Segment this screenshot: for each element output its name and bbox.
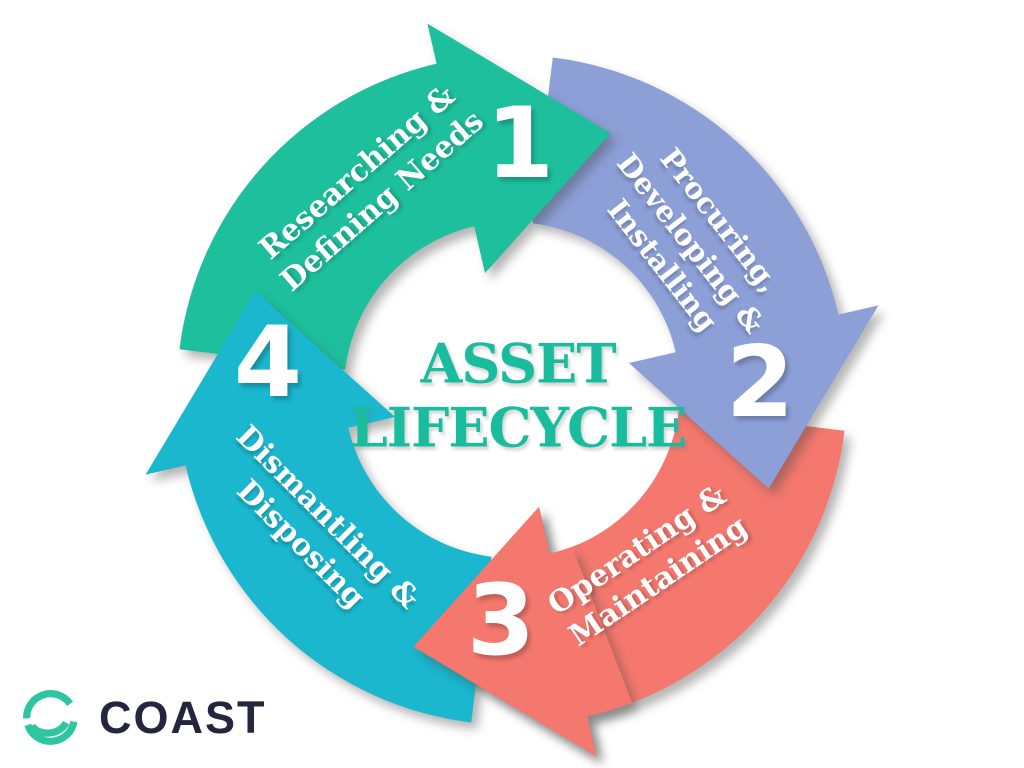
coast-icon-arc-upper: [23, 690, 74, 719]
coast-logo-text: COAST: [99, 692, 267, 743]
diagram-title-line-1: ASSET: [420, 331, 616, 396]
diagram-title: ASSET LIFECYCLE: [349, 331, 687, 459]
stage-4-number: 4: [233, 306, 303, 420]
stage-4-arrow: [145, 291, 492, 723]
stage-1-number: 1: [485, 87, 555, 201]
coast-smile-icon: [23, 690, 78, 745]
diagram-title-line-2: LIFECYCLE: [349, 395, 687, 459]
stage-3-arrow-head: [413, 506, 633, 757]
stage-2-number: 2: [725, 326, 795, 440]
coast-logo: COAST: [20, 687, 267, 748]
stage-1-arrow: [179, 23, 611, 370]
stage-3-number: 3: [466, 564, 536, 678]
coast-icon-smile: [28, 720, 70, 737]
stage-2-arrow: [532, 57, 879, 489]
coast-icon-arc-lower: [24, 720, 78, 745]
